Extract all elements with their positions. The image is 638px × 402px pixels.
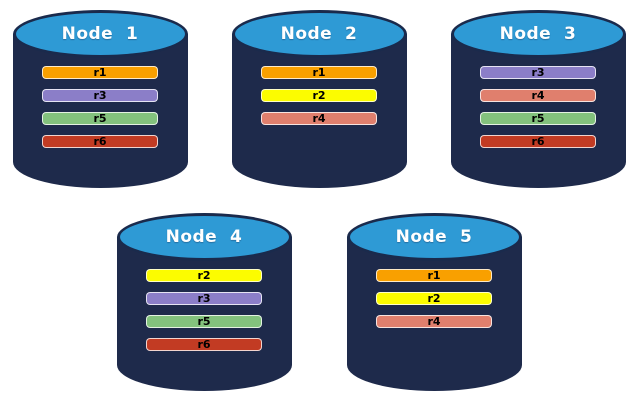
- cylinder-body: [450, 34, 626, 188]
- node-title: Node 4: [165, 227, 243, 247]
- cylinder-top: Node 1: [12, 10, 188, 58]
- replica-bar-r6: r6: [146, 338, 262, 351]
- replica-bar-r2: r2: [376, 292, 492, 305]
- replica-bar-r3: r3: [480, 66, 596, 79]
- cylinder-body: [346, 237, 522, 391]
- node-1-cylinder: Node 1 r1 r3 r5 r6: [12, 10, 188, 188]
- replica-bar-r5: r5: [146, 315, 262, 328]
- replica-list: r3 r4 r5 r6: [451, 66, 626, 148]
- node-5-cylinder: Node 5 r1 r2 r4: [346, 213, 522, 391]
- replica-bar-r1: r1: [376, 269, 492, 282]
- replica-bar-r1: r1: [261, 66, 377, 79]
- replica-bar-r3: r3: [146, 292, 262, 305]
- replica-bar-r2: r2: [261, 89, 377, 102]
- replica-bar-r6: r6: [42, 135, 158, 148]
- replica-list: r1 r3 r5 r6: [13, 66, 188, 148]
- replica-list: r1 r2 r4: [232, 66, 407, 125]
- cylinder-top: Node 2: [231, 10, 407, 58]
- cylinder-body: [231, 34, 407, 188]
- replica-bar-r5: r5: [480, 112, 596, 125]
- replica-bar-r4: r4: [261, 112, 377, 125]
- replica-bar-r3: r3: [42, 89, 158, 102]
- replica-bar-r2: r2: [146, 269, 262, 282]
- replica-bar-r1: r1: [42, 66, 158, 79]
- replica-bar-r5: r5: [42, 112, 158, 125]
- cylinder-body: [116, 237, 292, 391]
- cylinder-top: Node 4: [116, 213, 292, 261]
- replica-list: r2 r3 r5 r6: [117, 269, 292, 351]
- cylinder-body: [12, 34, 188, 188]
- node-3-cylinder: Node 3 r3 r4 r5 r6: [450, 10, 626, 188]
- cylinder-top: Node 5: [346, 213, 522, 261]
- replica-bar-r4: r4: [480, 89, 596, 102]
- node-row-bottom: Node 4 r2 r3 r5 r6 Node 5 r1 r2 r4: [0, 213, 638, 391]
- cylinder-top: Node 3: [450, 10, 626, 58]
- node-2-cylinder: Node 2 r1 r2 r4: [231, 10, 407, 188]
- node-4-cylinder: Node 4 r2 r3 r5 r6: [116, 213, 292, 391]
- replica-bar-r4: r4: [376, 315, 492, 328]
- node-title: Node 3: [499, 24, 577, 44]
- replica-bar-r6: r6: [480, 135, 596, 148]
- node-title: Node 1: [61, 24, 139, 44]
- node-title: Node 2: [280, 24, 358, 44]
- node-title: Node 5: [395, 227, 473, 247]
- replica-list: r1 r2 r4: [347, 269, 522, 328]
